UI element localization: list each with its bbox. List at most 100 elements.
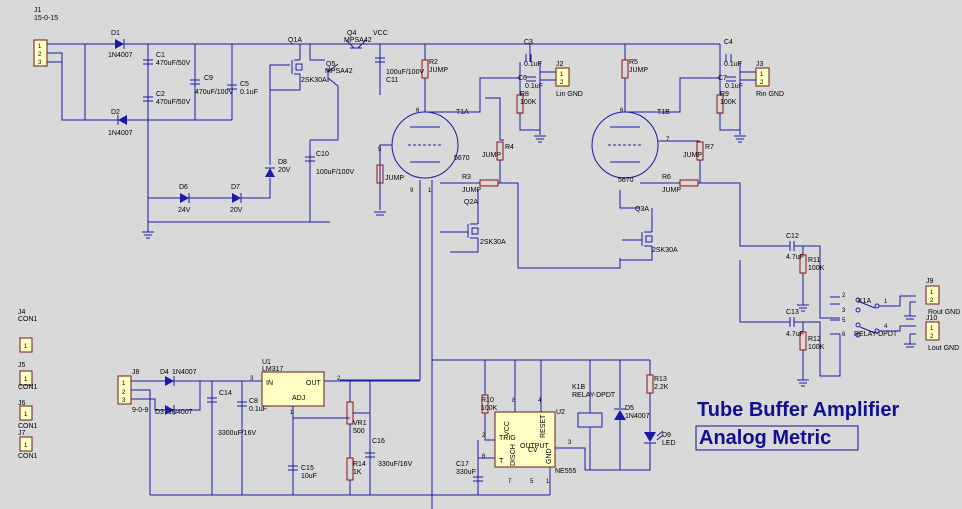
r6-ref: R6 — [662, 174, 671, 181]
vr1-ref: VR1 — [353, 420, 367, 427]
q1a-ref: Q1A — [288, 37, 302, 44]
r7-ref: R7 — [705, 144, 714, 151]
c15-value: 10uF — [301, 473, 317, 480]
u1-pin-out: OUT — [306, 380, 322, 387]
j10-ref: J10 — [926, 315, 937, 322]
j1-connector: 123 — [33, 39, 48, 67]
d5-value: 1N4007 — [625, 413, 650, 420]
r14-ref: R14 — [353, 461, 366, 468]
u2-pin-disch: DISCH — [510, 444, 517, 466]
q5-ref: Q5 — [326, 61, 335, 68]
d2-ref: D2 — [111, 109, 120, 116]
c6-capacitor — [526, 76, 536, 82]
j9-value: Rout GND — [928, 309, 960, 316]
c17-value: 330uF — [456, 469, 476, 476]
t1b-tube — [591, 111, 659, 179]
q2a-value: 2SK30A — [480, 239, 506, 246]
svg-text:1: 1 — [24, 412, 28, 418]
c7-ref: C7 — [718, 75, 727, 82]
j7-ref: J7 — [18, 430, 26, 437]
d2-diode — [117, 115, 127, 125]
r9-value: 100K — [720, 99, 737, 106]
d3-value: 1N4007 — [168, 409, 193, 416]
c8-capacitor — [237, 401, 247, 407]
svg-text:1: 1 — [290, 410, 294, 416]
u1-regulator — [261, 371, 325, 407]
k1b-ref: K1B — [572, 384, 586, 391]
d5-ref: D5 — [625, 405, 634, 412]
j3-value: Rin GND — [756, 91, 784, 98]
c9-capacitor — [190, 79, 200, 85]
svg-text:1: 1 — [760, 72, 764, 78]
c11-ref: C11 — [386, 77, 398, 84]
c11-capacitor — [375, 57, 385, 63]
d6-ref: D6 — [179, 184, 188, 191]
c13-capacitor — [789, 317, 795, 327]
r10-ref: R10 — [481, 397, 494, 404]
j3-ref: J3 — [756, 61, 764, 68]
r4-ref: R4 — [505, 144, 514, 151]
j4-connector: 1 — [19, 337, 33, 353]
u2-ref: U2 — [556, 409, 565, 416]
ground-symbol-j9 — [904, 315, 916, 320]
k1a-ref: K1A — [858, 298, 872, 305]
q2a-ref: Q2A — [464, 199, 478, 206]
k1a-value: RELAY-DPDT — [854, 331, 898, 338]
t1a-tube — [391, 111, 459, 179]
u2-pin-output: OUTPUT — [520, 443, 550, 450]
r3-value: JUMP — [462, 187, 481, 194]
u2-pin-gnd: GND — [546, 448, 553, 464]
r8-ref: R8 — [520, 91, 529, 98]
u1-ref: U1 — [262, 359, 271, 366]
svg-text:1: 1 — [122, 381, 126, 387]
u2-pin-cv: CV — [528, 447, 538, 454]
r12-value: 100K — [808, 344, 825, 351]
j2-connector: 12 — [555, 67, 570, 87]
svg-text:2: 2 — [842, 293, 846, 299]
ground-symbol-j2 — [534, 135, 546, 143]
svg-text:1: 1 — [546, 479, 550, 485]
d4-ref: D4 — [160, 369, 169, 376]
d9-value: LED — [662, 440, 676, 447]
svg-text:7: 7 — [508, 479, 512, 485]
j2-ref: J2 — [556, 61, 564, 68]
r11-ref: R11 — [808, 257, 820, 264]
d9-ref: D9 — [662, 432, 671, 439]
ground-symbol-r1 — [374, 211, 386, 216]
j2-value: Lin GND — [556, 91, 583, 98]
svg-text:1: 1 — [428, 188, 432, 194]
r5-ref: R5 — [629, 59, 638, 66]
c16-value: 330uF/16V — [378, 461, 413, 468]
d4-value: 1N4007 — [172, 369, 197, 376]
c1-value: 470uF/50V — [156, 60, 191, 67]
svg-text:7: 7 — [666, 137, 670, 143]
svg-text:2: 2 — [760, 80, 764, 86]
u2-pin-t: T — [499, 458, 504, 465]
j8-ref: J8 — [132, 369, 140, 376]
svg-text:3: 3 — [842, 308, 846, 314]
q3a-value: 2SK30A — [652, 247, 678, 254]
c2-ref: C2 — [156, 91, 165, 98]
d1-value: 1N4007 — [108, 52, 133, 59]
c6-value: 0.1uF — [525, 83, 543, 90]
d8-zener — [265, 167, 275, 177]
j1-value: 15-0-15 — [34, 15, 58, 22]
svg-text:1: 1 — [38, 44, 42, 50]
c16-ref: C16 — [372, 438, 385, 445]
c10-capacitor — [305, 156, 315, 162]
r11-value: 100K — [808, 265, 825, 272]
r12-ref: R12 — [808, 336, 821, 343]
t1a-value: 5670 — [454, 155, 470, 162]
svg-text:1: 1 — [24, 344, 28, 350]
d8-ref: D8 — [278, 159, 287, 166]
u1-pin-adj: ADJ — [292, 395, 305, 402]
q4-value: MPSA42 — [344, 37, 372, 44]
j6-ref: J6 — [18, 400, 26, 407]
r6-value: JUMP — [662, 187, 681, 194]
c16-capacitor — [365, 452, 375, 458]
svg-text:3: 3 — [122, 398, 126, 404]
c12-value: 4.7uF — [786, 254, 804, 261]
svg-text:2: 2 — [930, 334, 934, 340]
